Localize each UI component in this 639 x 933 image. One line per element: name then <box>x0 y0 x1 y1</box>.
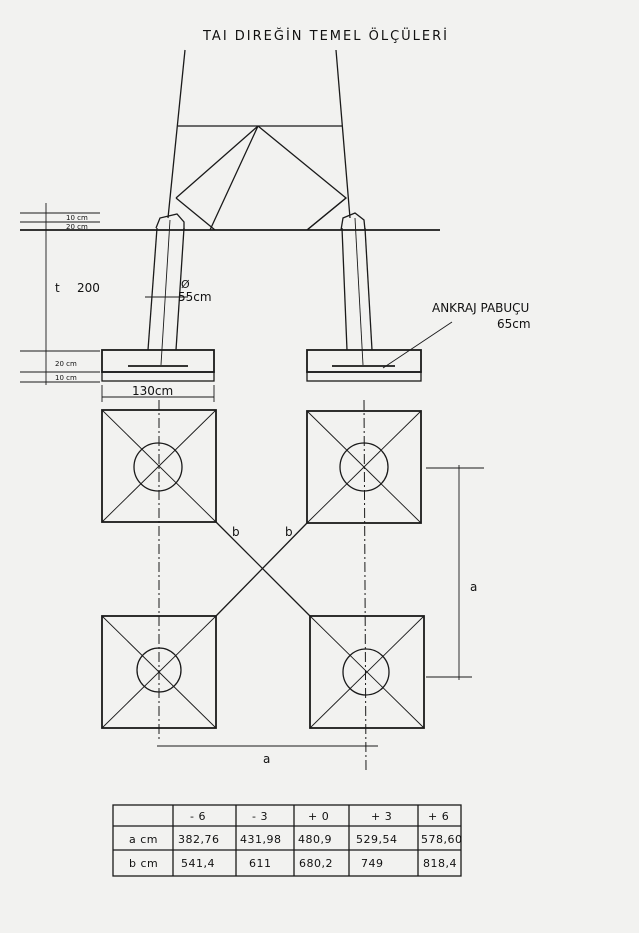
plan-footing-bottom-right <box>309 615 425 729</box>
footing-diagonal <box>306 410 422 524</box>
table-cell: 578,60 <box>421 833 463 846</box>
table-border <box>112 804 462 877</box>
left-leg-outer <box>147 227 158 351</box>
left-footing-base <box>101 371 215 382</box>
pier-circle <box>136 647 182 693</box>
footing-square <box>101 615 217 729</box>
anchor-leader <box>382 321 453 369</box>
table-cell: 818,4 <box>423 857 457 870</box>
footing-square <box>309 615 425 729</box>
tower-left-leg <box>167 49 186 219</box>
left-leg-cap <box>155 213 185 230</box>
table-header: + 3 <box>371 810 392 823</box>
pier-circle <box>133 442 183 492</box>
bottom-dimension-a: a <box>157 745 378 766</box>
dim-10cm-top: 10 cm <box>66 214 88 222</box>
right-footing-base <box>306 371 422 382</box>
table-header: - 6 <box>190 810 206 823</box>
table-row-label: b cm <box>129 857 158 870</box>
side-a-label: a <box>470 580 477 594</box>
anchor-label: ANKRAJ PABUÇU <box>432 301 529 315</box>
anchor-size: 65cm <box>497 317 531 331</box>
right-footing-block <box>306 349 422 373</box>
tower-left-bracing <box>175 125 259 231</box>
footing-square <box>101 409 217 523</box>
depth-value: 200 <box>77 281 100 295</box>
dim-20cm-bottom: 20 cm <box>55 360 77 368</box>
bottom-a-label: a <box>263 752 270 766</box>
pier-circle <box>342 648 390 696</box>
table-header: + 6 <box>428 810 449 823</box>
plan-footing-top-right <box>306 410 422 524</box>
footing-square <box>306 410 422 524</box>
left-leg-centre <box>160 219 171 366</box>
tower-brace-low-left <box>175 197 216 231</box>
depth-label: t <box>55 281 60 295</box>
plan-footing-bottom-left <box>101 615 217 729</box>
table-cell: 431,98 <box>240 833 282 846</box>
footing-diagonal <box>309 615 425 729</box>
tower-structure <box>167 49 351 231</box>
plan-footing-top-left <box>101 409 217 523</box>
pier-circle <box>339 442 389 492</box>
tower-right-bracing <box>257 125 348 231</box>
table-cell: 680,2 <box>299 857 333 870</box>
dim-20cm-top: 20 cm <box>66 223 88 231</box>
right-leg-outer <box>341 227 348 351</box>
table-cell: 611 <box>249 857 272 870</box>
dim-10cm-bottom: 10 cm <box>55 374 77 382</box>
left-footing-block <box>101 349 215 373</box>
footing-diagonal <box>101 409 217 523</box>
centreline-right <box>363 399 367 771</box>
leg-diameter-symbol: Ø <box>181 278 190 291</box>
tower-brace-low-right <box>306 197 347 231</box>
table-row-label: a cm <box>129 833 158 846</box>
diagonal-b-1 <box>215 521 311 617</box>
table-header: + 0 <box>308 810 329 823</box>
plan-centrelines <box>158 399 367 771</box>
drawing-title: TAI DIREĞİN TEMEL ÖLÇÜLERİ <box>202 27 449 44</box>
diag-b-label-left: b <box>232 525 240 539</box>
left-foundation-section: Ø 55cm <box>101 213 215 382</box>
table-cell: 480,9 <box>298 833 332 846</box>
footing-width-label: 130cm <box>132 384 173 398</box>
diagonal-b-2 <box>215 522 308 617</box>
right-foundation-section: ANKRAJ PABUÇU 65cm <box>306 212 531 382</box>
footing-width-dimension: 130cm <box>101 384 215 402</box>
dimension-table: - 6 - 3 + 0 + 3 + 6 a cm 382,76 431,98 4… <box>112 804 463 877</box>
side-dimension-a: a <box>426 465 484 680</box>
tower-right-leg <box>335 49 351 219</box>
right-leg-cap <box>340 212 366 231</box>
depth-dimension-chain: 10 cm 20 cm t 200 20 cm 10 cm <box>20 203 100 385</box>
table-cell: 382,76 <box>178 833 220 846</box>
diag-b-label-right: b <box>285 525 293 539</box>
table-cell: 529,54 <box>356 833 398 846</box>
footing-diagonal <box>101 615 217 729</box>
left-leg-inner <box>175 227 185 351</box>
table-cell: 541,4 <box>181 857 215 870</box>
right-leg-centre <box>354 217 364 366</box>
table-header: - 3 <box>252 810 268 823</box>
leg-diameter-value: 55cm <box>178 290 212 304</box>
right-leg-inner <box>364 227 373 351</box>
table-cell: 749 <box>361 857 384 870</box>
